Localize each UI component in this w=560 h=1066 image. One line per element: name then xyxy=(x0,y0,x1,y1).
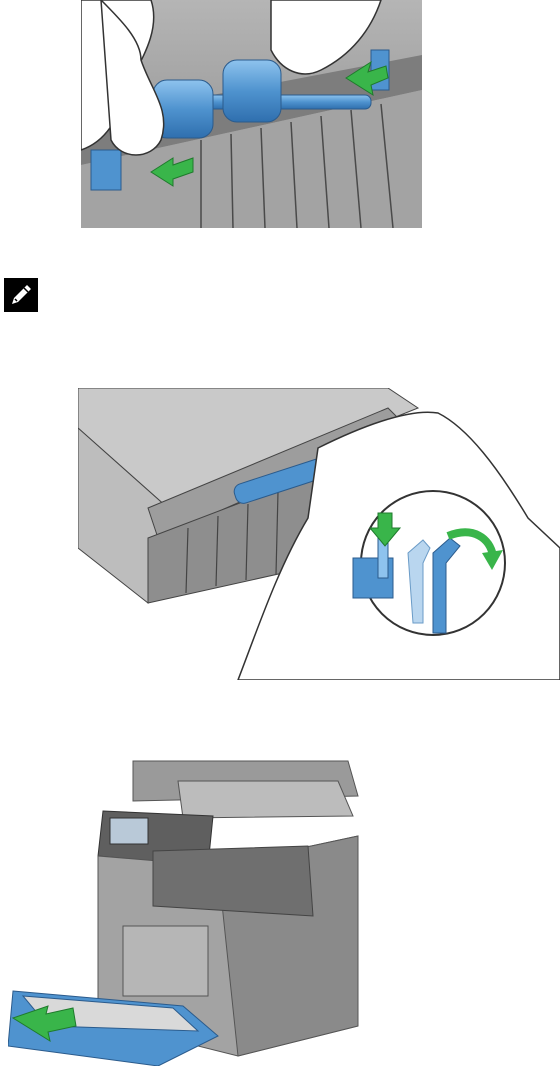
pick-roller-install-illustration xyxy=(81,0,422,228)
display-screen xyxy=(110,818,148,844)
note-pencil-icon xyxy=(4,278,38,312)
printer-tray-insert-illustration xyxy=(8,756,368,1066)
pick-roller-lock-illustration xyxy=(78,388,560,680)
